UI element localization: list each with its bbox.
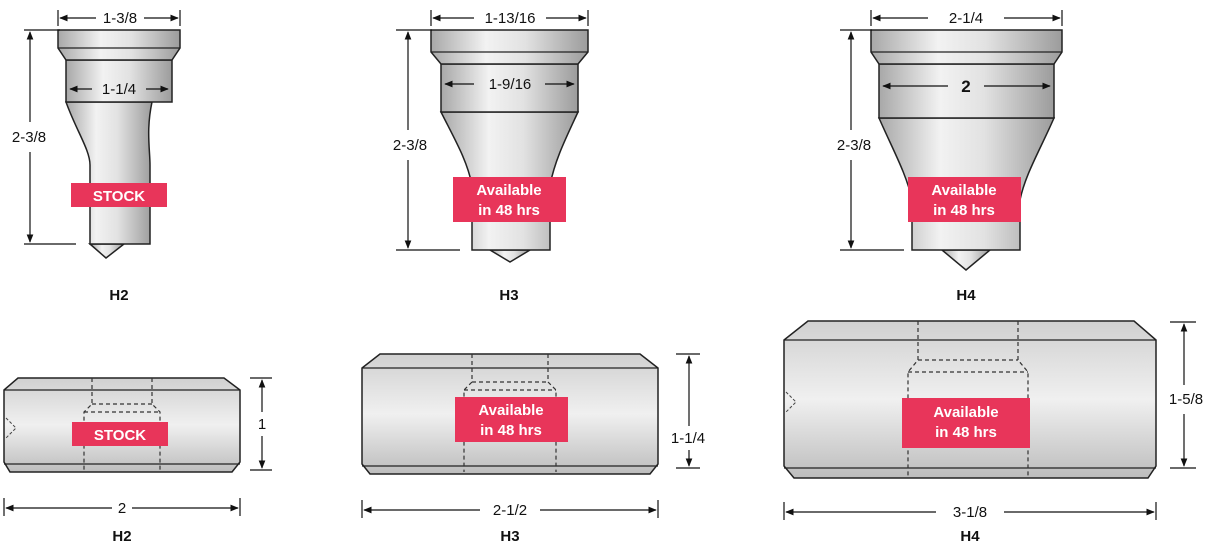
punch-h4-tip <box>939 249 993 271</box>
punch-h3-badge-line-2: in 48 hrs <box>478 202 540 219</box>
die-h2-width: 2 <box>118 500 126 517</box>
punch-h3-head <box>430 29 589 65</box>
punch-h4: 2-1/4 2 2-3/8 Available in 48 hrs H4 <box>837 10 1063 304</box>
punch-h2-tip <box>88 243 127 259</box>
die-h2-height: 1 <box>258 416 266 433</box>
punch-h4-top-width: 2-1/4 <box>949 10 983 27</box>
die-h3-model: H3 <box>500 528 519 545</box>
punch-h3-body-width: 1-9/16 <box>489 76 532 93</box>
die-h2: 1 2 STOCK H2 <box>3 377 272 545</box>
die-h4-badge-line-2: in 48 hrs <box>935 424 997 441</box>
punch-h2-shank <box>64 101 153 245</box>
punch-h4-model: H4 <box>956 287 976 304</box>
die-h3-height: 1-1/4 <box>671 430 705 447</box>
die-h3-width: 2-1/2 <box>493 502 527 519</box>
punch-h3-tip <box>487 249 533 263</box>
punch-h3-badge-line-1: Available <box>476 182 541 199</box>
punch-h2: 1-3/8 1-1/4 2-3/8 STOCK H2 <box>12 10 181 304</box>
die-h4-badge <box>902 398 1030 448</box>
die-h3-badge <box>455 397 568 442</box>
die-h4-model: H4 <box>960 528 980 545</box>
die-h3-badge-line-2: in 48 hrs <box>480 422 542 439</box>
die-h3-badge-line-1: Available <box>478 402 543 419</box>
die-h2-model: H2 <box>112 528 131 545</box>
punch-h3: 1-13/16 1-9/16 2-3/8 Available in 48 hrs… <box>393 10 589 304</box>
die-h3: 1-1/4 2-1/2 Available in 48 hrs H3 <box>361 353 705 545</box>
die-h4-width: 3-1/8 <box>953 504 987 521</box>
die-h4-badge-line-1: Available <box>933 404 998 421</box>
die-h4-height: 1-5/8 <box>1169 391 1203 408</box>
die-h2-badge-line-1: STOCK <box>94 427 146 444</box>
punch-h3-model: H3 <box>499 287 518 304</box>
punch-h2-model: H2 <box>109 287 128 304</box>
punch-h2-body <box>65 59 173 103</box>
punch-h4-head <box>870 29 1063 65</box>
punch-h2-head <box>57 29 181 61</box>
punch-h2-badge <box>71 183 167 207</box>
die-h2-badge <box>72 422 168 446</box>
punch-h4-body-width: 2 <box>961 77 970 96</box>
punch-h3-height: 2-3/8 <box>393 137 427 154</box>
punch-h2-badge-line-1: STOCK <box>93 188 145 205</box>
punch-h2-body-width: 1-1/4 <box>102 81 136 98</box>
punch-h2-height: 2-3/8 <box>12 129 46 146</box>
punch-h4-badge-line-1: Available <box>931 182 996 199</box>
punch-h3-badge <box>453 177 566 222</box>
punch-h4-badge-line-2: in 48 hrs <box>933 202 995 219</box>
punch-h2-top-width: 1-3/8 <box>103 10 137 27</box>
punch-h4-height: 2-3/8 <box>837 137 871 154</box>
punch-h3-top-width: 1-13/16 <box>485 10 536 27</box>
punch-h4-badge <box>908 177 1021 222</box>
die-h4: 1-5/8 3-1/8 Available in 48 hrs H4 <box>783 320 1203 545</box>
